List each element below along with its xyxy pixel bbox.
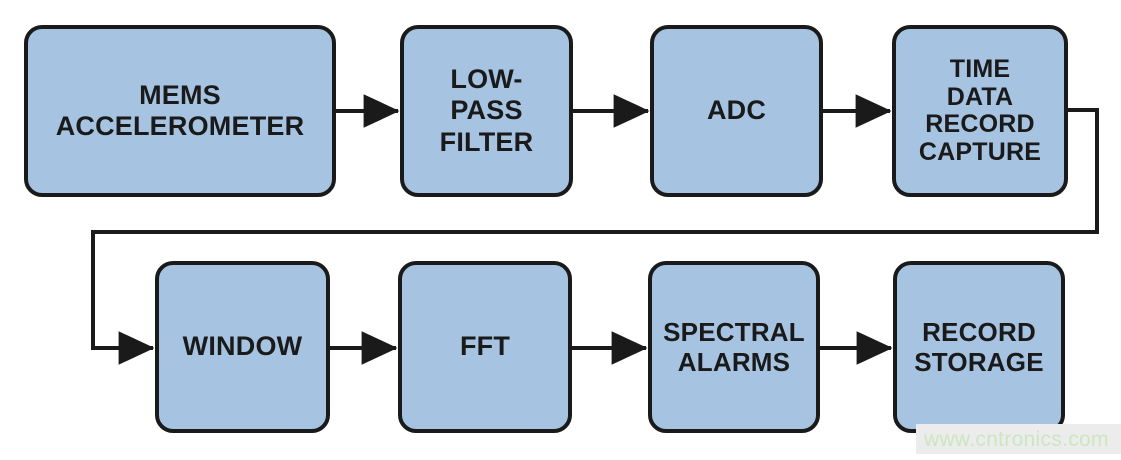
block-adc[interactable]: ADC xyxy=(650,25,823,197)
block-label: SPECTRAL ALARMS xyxy=(663,316,805,377)
watermark-background-band xyxy=(916,424,1121,454)
block-label: ADC xyxy=(706,95,767,126)
block-label: TIME DATA RECORD CAPTURE xyxy=(918,55,1042,166)
block-fft[interactable]: FFT xyxy=(398,261,572,433)
block-time-data-record-capture[interactable]: TIME DATA RECORD CAPTURE xyxy=(892,25,1068,197)
block-label: LOW- PASS FILTER xyxy=(439,64,534,157)
block-record-storage[interactable]: RECORD STORAGE xyxy=(893,261,1065,433)
block-window[interactable]: WINDOW xyxy=(155,261,330,433)
block-label: RECORD STORAGE xyxy=(914,316,1044,377)
block-mems-accelerometer[interactable]: MEMS ACCELEROMETER xyxy=(24,25,336,197)
block-label: WINDOW xyxy=(182,331,303,362)
watermark-text: www.cntronics.com xyxy=(924,428,1109,451)
block-spectral-alarms[interactable]: SPECTRAL ALARMS xyxy=(648,261,820,433)
block-label: FFT xyxy=(459,331,511,362)
block-label: MEMS ACCELEROMETER xyxy=(55,79,305,141)
block-low-pass-filter[interactable]: LOW- PASS FILTER xyxy=(400,25,573,197)
